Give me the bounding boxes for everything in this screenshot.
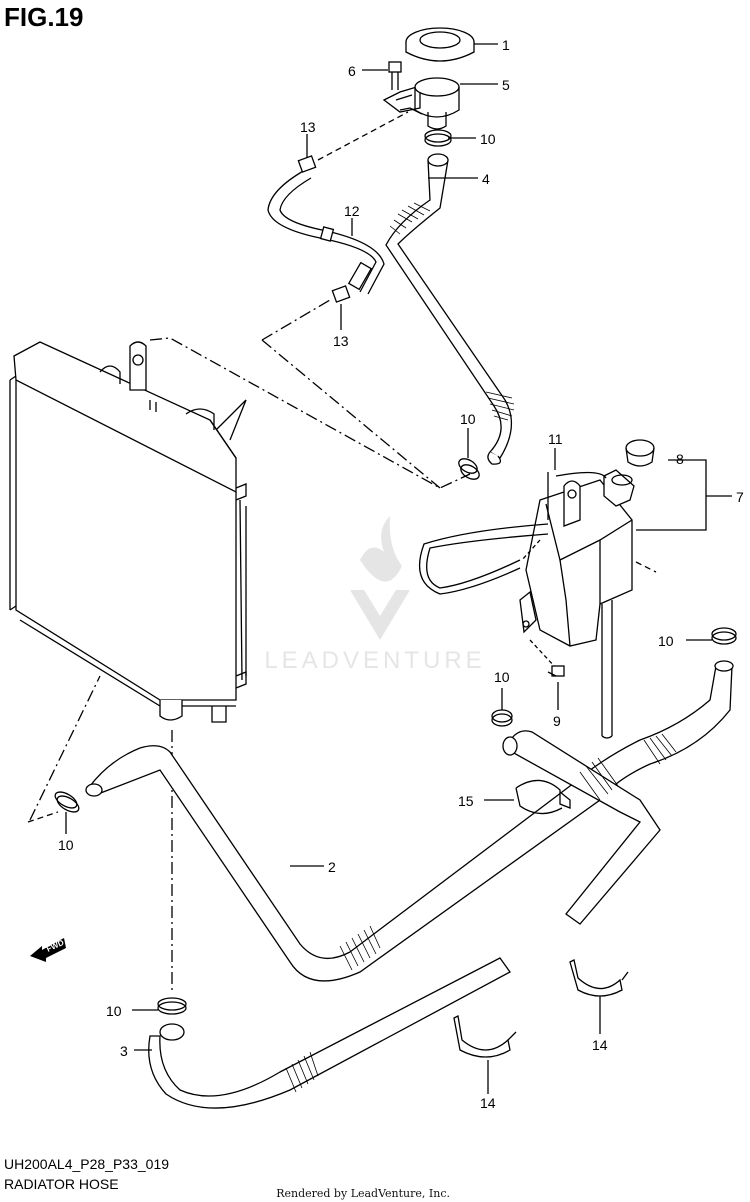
callout-13-top: 13 — [300, 119, 316, 135]
callout-10-left: 10 — [58, 837, 74, 853]
reservoir-tank — [519, 469, 657, 739]
callout-2: 2 — [328, 859, 336, 875]
callout-13-bottom: 13 — [333, 333, 349, 349]
filler-neck — [382, 77, 460, 130]
callout-10-center: 10 — [494, 669, 510, 685]
callout-11: 11 — [548, 431, 563, 447]
reservoir-cap — [625, 439, 655, 467]
radiator — [9, 341, 247, 723]
callout-9: 9 — [553, 713, 561, 729]
callout-5: 5 — [502, 77, 510, 93]
callout-10-top: 10 — [480, 131, 496, 147]
diagram-code: UH200AL4_P28_P33_019 — [4, 1156, 170, 1172]
radiator-cap — [405, 27, 475, 62]
callout-3: 3 — [120, 1043, 128, 1059]
leadventure-watermark: LEADVENTURE — [264, 516, 485, 674]
watermark-text: LEADVENTURE — [264, 647, 485, 674]
callout-8: 8 — [676, 451, 684, 467]
callout-10-right: 10 — [658, 633, 674, 649]
callout-7: 7 — [736, 489, 744, 505]
callout-4: 4 — [482, 171, 490, 187]
diagram-name: RADIATOR HOSE — [4, 1176, 119, 1192]
callout-14-right: 14 — [592, 1037, 608, 1053]
callout-14-left: 14 — [480, 1095, 496, 1111]
bolt-6 — [388, 61, 402, 90]
callout-12: 12 — [344, 203, 360, 219]
rendered-by: Rendered by LeadVenture, Inc. — [276, 1187, 450, 1200]
fwd-arrow-icon: FWD — [30, 938, 66, 962]
callout-10-mid: 10 — [460, 411, 476, 427]
callout-15: 15 — [458, 793, 474, 809]
callout-10-bottom: 10 — [106, 1003, 122, 1019]
figure-title: FIG.19 — [4, 2, 84, 32]
callout-1: 1 — [502, 37, 510, 53]
callout-6: 6 — [348, 63, 356, 79]
